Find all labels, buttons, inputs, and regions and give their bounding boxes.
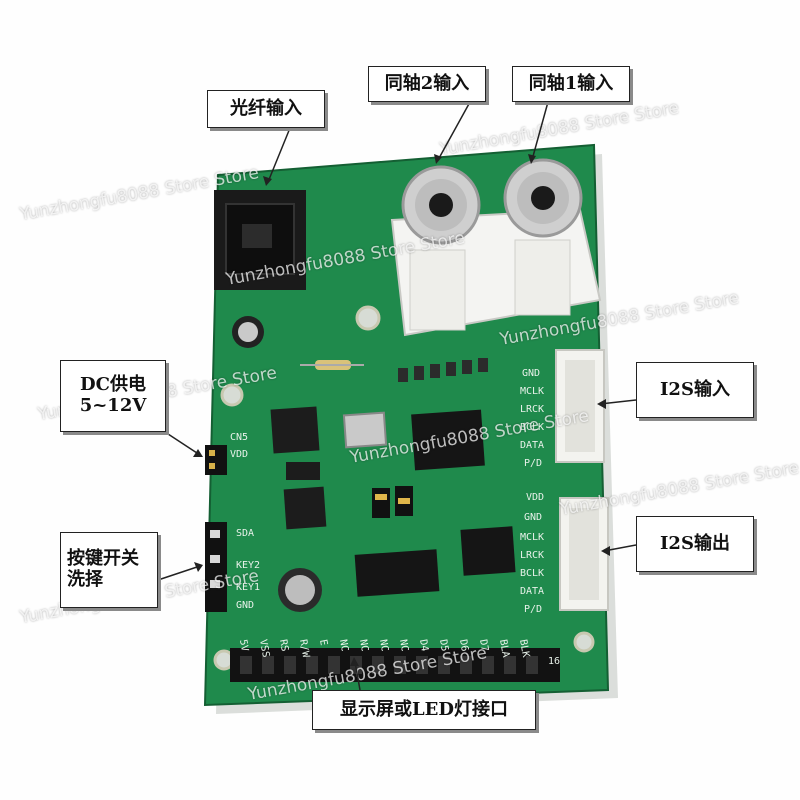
silk-cn5: CN5 [230,432,248,443]
i2s-output-connector [559,497,609,611]
callout-optical-input-text: 光纤输入 [230,97,302,119]
silk-bottom-pin: BLA [497,639,511,659]
silk-bottom-pin: D7 [477,639,490,653]
silk-left: SDA KEY2 KEY1 GND CN5 VDD 16 [230,432,560,667]
silk-cn4-5: P/D [524,458,542,469]
silk-bottom-pin: E [317,639,329,647]
callout-i2s-output: I2S输出 [636,516,754,572]
silk-cn4-1: MCLK [520,386,544,397]
silk-bottom-pin: D5 [437,639,450,653]
callout-i2s-input: I2S输入 [636,362,754,418]
silk-bottom-pin: VSS [257,639,271,659]
callout-dc-supply-line1: DC供电 [80,374,146,396]
silk-cn4: GND MCLK LRCK BCLK DATA P/D [520,368,544,469]
display-connector [230,648,560,682]
key-header [205,522,227,612]
callout-coax1-input: 同轴1输入 [512,66,630,102]
silk-cn4-4: DATA [520,440,544,451]
silk-pin16: 16 [548,656,560,667]
silk-cn2-2: MCLK [520,532,544,543]
dc-power-header [205,445,227,475]
silk-bottom-pin: R/W [297,639,311,660]
crystal [342,411,388,449]
callout-dc-supply: DC供电 5~12V [60,360,166,432]
silk-vdd: VDD [230,449,248,460]
silk-bottom-pin: NC [377,639,390,653]
silk-bottom-pin: NC [357,639,370,653]
silk-left-2: KEY1 [236,582,260,593]
silk-cn2: VDD GND MCLK LRCK BCLK DATA P/D [520,492,544,615]
callout-coax1-input-text: 同轴1输入 [528,72,614,94]
i2s-input-connector [555,349,605,463]
callout-display-interface-text: 显示屏或LED灯接口 [340,698,508,720]
mcu-ic [354,549,440,597]
callout-coax2-input: 同轴2输入 [368,66,486,102]
callout-display-interface: 显示屏或LED灯接口 [312,690,536,730]
output-ic [460,526,516,576]
silk-bottom-pin: BLK [517,639,531,659]
callout-key-switch-line2: 洗择 [67,569,103,590]
callout-key-switch-line1: 按键开关 [67,548,139,570]
silk-cn2-1: GND [524,512,542,523]
silk-cn2-4: BCLK [520,568,544,579]
silk-bottom-pin: 5V [237,639,250,653]
silk-cn2-0: VDD [526,492,544,503]
silk-bottom-pin: NC [337,639,350,653]
silk-cn4-3: BCLK [520,422,544,433]
silk-cn2-6: P/D [524,604,542,615]
silk-left-1: KEY2 [236,560,260,571]
callout-key-switch: 按键开关 洗择 [60,532,158,608]
silk-bottom-pin: NC [397,639,410,653]
silk-left-0: SDA [236,528,254,539]
callout-dc-supply-line2: 5~12V [79,395,147,416]
optical-input-connector [214,190,306,290]
receiver-ic [411,409,485,471]
silk-bottom-pin: D4 [417,639,430,653]
silk-left-3: GND [236,600,254,611]
callout-i2s-input-text: I2S输入 [660,378,730,400]
regulator [270,406,320,454]
callout-optical-input: 光纤输入 [207,90,325,128]
silk-bottom-pins: 5V VSS RS R/W E NC NC NC NC D4 D5 D6 D7 BLA BLK [237,639,531,660]
callout-i2s-output-text: I2S输出 [660,532,730,554]
coax-connectors [390,158,602,337]
silk-bottom-pin: D6 [457,639,470,653]
silk-bottom-pin: RS [277,639,290,653]
silk-cn4-0: GND [522,368,540,379]
silk-cn4-2: LRCK [520,404,544,415]
silk-cn2-5: DATA [520,586,544,597]
silk-cn2-3: LRCK [520,550,544,561]
callout-coax2-input-text: 同轴2输入 [384,72,470,94]
